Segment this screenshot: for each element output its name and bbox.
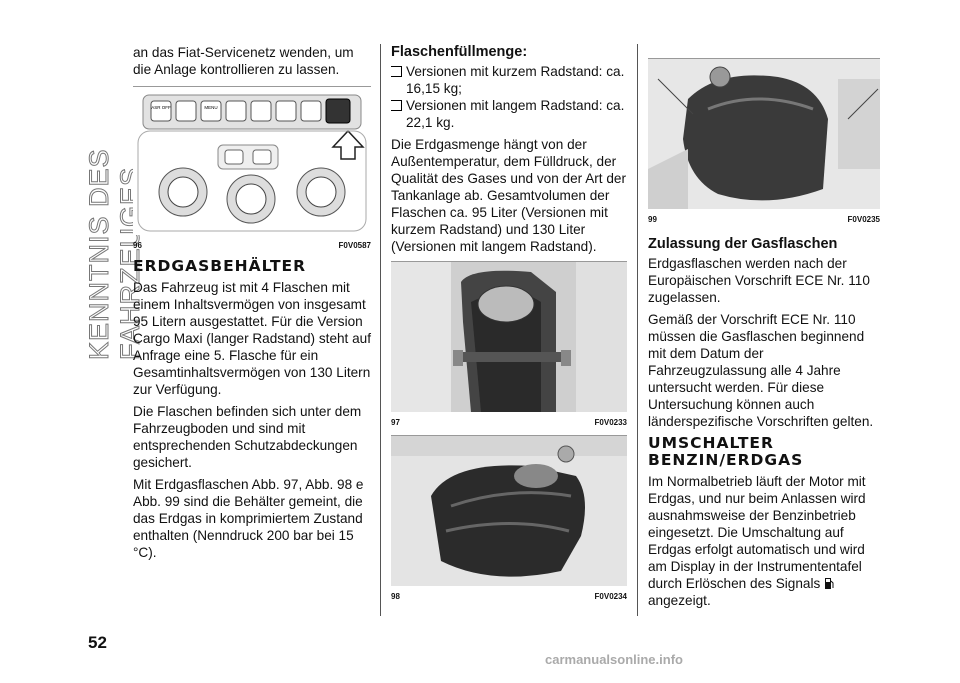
- column-divider: [637, 44, 638, 616]
- figure-97: 97 F0V0233: [391, 261, 627, 431]
- paragraph: Erdgasflaschen werden nach der Europäisc…: [648, 256, 870, 305]
- paragraph: Die Flaschen befinden sich unter dem Fah…: [133, 404, 362, 470]
- figure-code: F0V0233: [594, 418, 627, 427]
- side-section-title: KENNTNIS DES FAHRZEUGES: [84, 148, 146, 361]
- list-item-text: Versionen mit kurzem Radstand: ca. 16,15…: [406, 64, 625, 96]
- figure-code: F0V0235: [847, 215, 880, 224]
- column-divider: [380, 44, 381, 616]
- bullet-icon: [391, 100, 402, 111]
- intro-text: an das Fiat-Servicenetz wenden, um die A…: [133, 45, 354, 77]
- figure-number: 98: [391, 592, 400, 601]
- figure-96: ASR OFF MENU 96 F0V0587: [133, 86, 371, 254]
- asr-off-label: ASR OFF: [151, 105, 171, 110]
- dashboard-switch-panel-image: ASR OFF MENU: [133, 87, 371, 235]
- section-heading: UMSCHALTER BENZIN/ERDGAS: [648, 435, 880, 469]
- arrow-up-icon: [331, 129, 365, 160]
- list-item-text: Versionen mit langem Radstand: ca. 22,1 …: [406, 98, 625, 130]
- bullet-icon: [391, 66, 402, 77]
- figure-number: 97: [391, 418, 400, 427]
- paragraph-text: angezeigt.: [648, 593, 711, 608]
- paragraph: Die Erdgasmenge hängt von der Außentempe…: [391, 137, 627, 254]
- menu-label: MENU: [204, 105, 217, 110]
- page-number: 52: [88, 633, 107, 652]
- figure-code: F0V0234: [594, 592, 627, 601]
- section-heading-line: UMSCHALTER: [648, 434, 774, 452]
- section-heading-line: BENZIN/ERDGAS: [648, 451, 804, 469]
- paragraph: Gemäß der Vorschrift ECE Nr. 110 müssen …: [648, 312, 874, 429]
- paragraph-text: Im Normalbetrieb läuft der Motor mit Erd…: [648, 474, 866, 591]
- subheading: Flaschenfüllmenge:: [391, 44, 528, 60]
- paragraph: Das Fahrzeug ist mit 4 Flaschen mit eine…: [133, 280, 372, 397]
- gas-cylinder-photo-99: [648, 59, 880, 209]
- column-1: an das Fiat-Servicenetz wenden, um die A…: [133, 44, 371, 566]
- figure-number: 99: [648, 215, 657, 224]
- paragraph: Mit Erdgasflaschen Abb. 97, Abb. 98 e Ab…: [133, 477, 364, 560]
- gas-cylinder-photo-98: [391, 436, 627, 586]
- column-3: 99 F0V0235 Zulassung der Gasflaschen Erd…: [648, 44, 880, 614]
- gas-cylinder-photo-97: [391, 262, 627, 412]
- figure-98: 98 F0V0234: [391, 435, 627, 605]
- section-heading: ERDGASBEHÄLTER: [133, 257, 307, 275]
- figure-number: 96: [133, 241, 142, 250]
- paragraph: Im Normalbetrieb läuft der Motor mit Erd…: [648, 473, 880, 609]
- column-2: Flaschenfüllmenge: Versionen mit kurzem …: [391, 44, 627, 609]
- subheading: Zulassung der Gasflaschen: [648, 236, 838, 252]
- list-item: Versionen mit kurzem Radstand: ca. 16,15…: [391, 63, 627, 97]
- gas-pump-icon: [825, 578, 834, 589]
- list-item: Versionen mit langem Radstand: ca. 22,1 …: [391, 97, 627, 131]
- figure-99: 99 F0V0235: [648, 58, 880, 228]
- watermark-footer: carmanualsonline.info: [545, 652, 683, 667]
- figure-code: F0V0587: [338, 241, 371, 250]
